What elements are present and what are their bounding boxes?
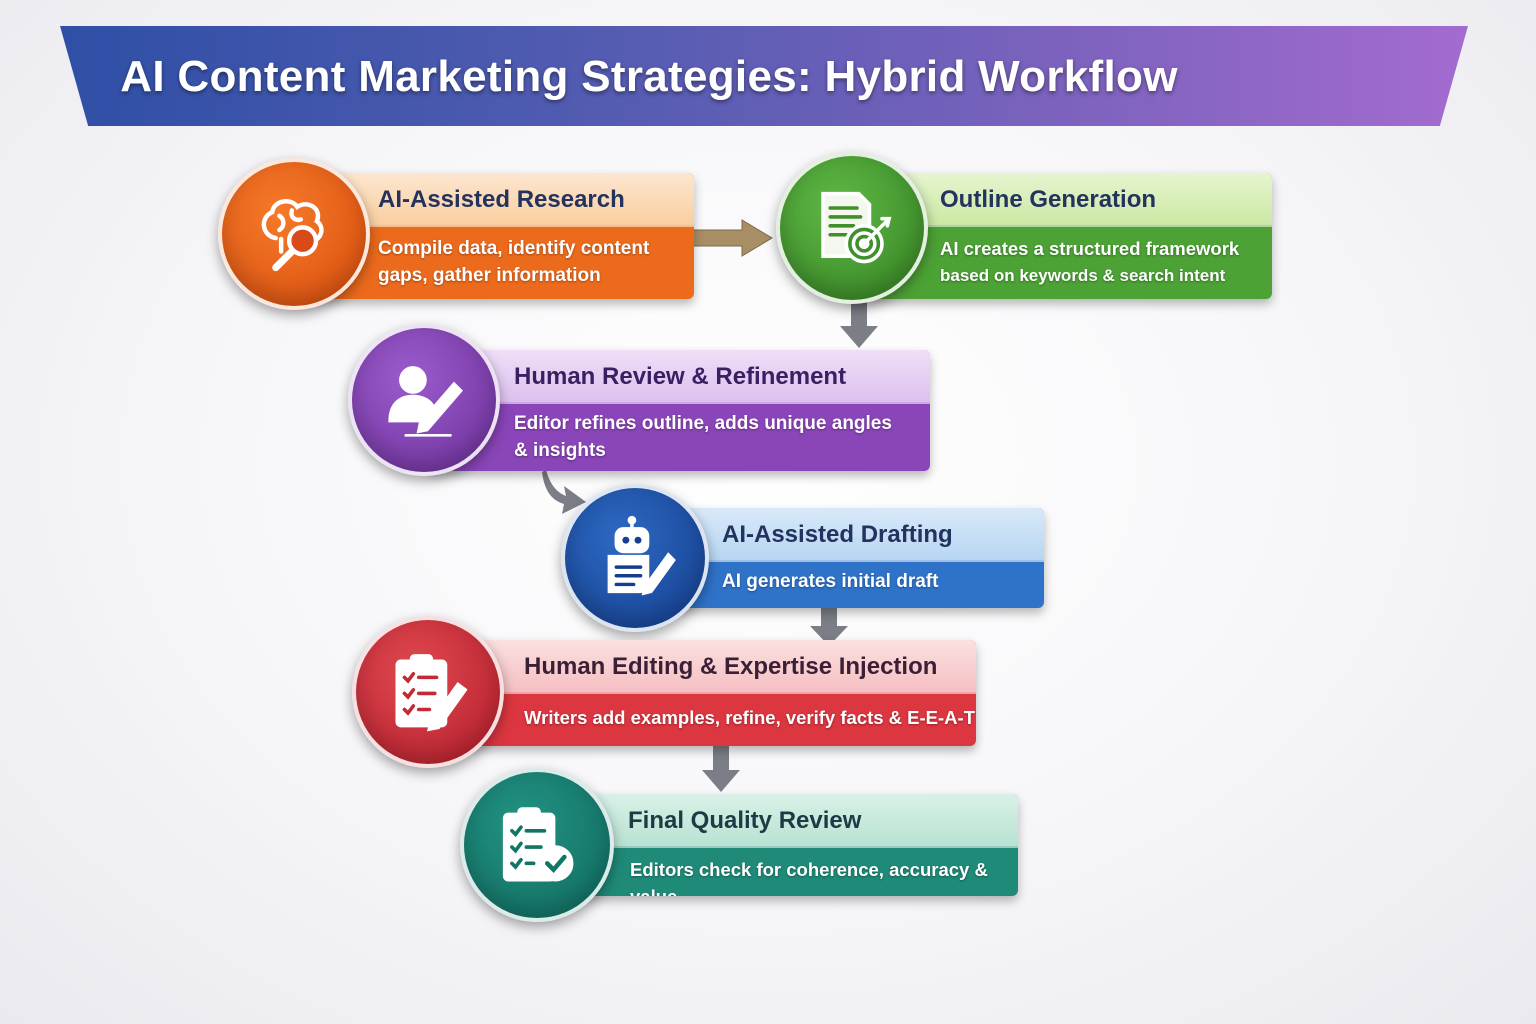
step-description: AI generates initial draft bbox=[722, 571, 939, 592]
step-description: Writers add examples, refine, verify fac… bbox=[524, 707, 976, 728]
person-pen-icon bbox=[348, 324, 500, 476]
clipboard-check-icon bbox=[460, 768, 614, 922]
arrow-curve bbox=[542, 470, 586, 514]
step-title: Final Quality Review bbox=[628, 807, 862, 834]
arrow-right bbox=[690, 219, 773, 257]
arrow-down bbox=[810, 608, 848, 646]
step-card: Human Review & Refinement Editor refines… bbox=[428, 350, 930, 471]
step-title: Human Editing & Expertise Injection bbox=[524, 653, 938, 680]
robot-pen-icon bbox=[561, 484, 709, 632]
page-title: AI Content Marketing Strategies: Hybrid … bbox=[120, 52, 1178, 101]
title-banner: AI Content Marketing Strategies: Hybrid … bbox=[60, 26, 1468, 126]
step-description: Editor refines outline, adds unique angl… bbox=[514, 413, 892, 461]
step-title: Human Review & Refinement bbox=[514, 363, 847, 390]
document-target-icon bbox=[776, 152, 928, 304]
brain-magnifier-icon bbox=[218, 158, 370, 310]
step-card: Human Editing & Expertise Injection Writ… bbox=[446, 640, 976, 746]
step-title: AI-Assisted Research bbox=[378, 186, 625, 213]
clipboard-pen-icon bbox=[352, 616, 504, 768]
arrow-down bbox=[702, 746, 740, 792]
step-title: AI-Assisted Drafting bbox=[722, 521, 953, 548]
step-title: Outline Generation bbox=[940, 186, 1157, 213]
arrow-down bbox=[840, 300, 878, 348]
step-description: Editors check for coherence, accuracy & … bbox=[630, 859, 988, 896]
step-card: Final Quality Review Editors check for c… bbox=[552, 794, 1018, 896]
